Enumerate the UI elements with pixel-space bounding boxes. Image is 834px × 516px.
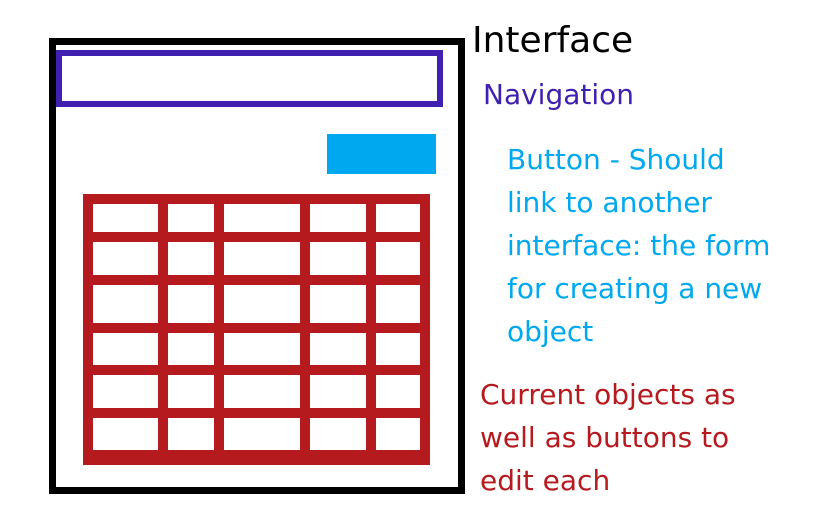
button-annotation-line: for creating a new	[507, 272, 763, 305]
table-cell	[168, 242, 214, 275]
navigation-bar	[56, 50, 443, 107]
table-cell	[93, 204, 158, 232]
table-cell	[376, 242, 420, 275]
objects-annotation-line: well as buttons to	[480, 421, 730, 454]
navigation-label: Navigation	[483, 78, 635, 111]
objects-annotation-line: Current objects as	[480, 378, 736, 411]
table-cell	[310, 418, 366, 450]
table-cell	[93, 375, 158, 408]
button-annotation-line: object	[507, 315, 594, 348]
button-annotation-line: link to another	[507, 186, 712, 219]
table-cell	[224, 375, 300, 408]
table-cell	[310, 333, 366, 365]
button-annotation-line: interface: the form	[507, 229, 771, 262]
interface-label: Interface	[472, 20, 634, 61]
table-cell	[224, 285, 300, 323]
table-cell	[168, 285, 214, 323]
table-cell	[224, 204, 300, 232]
objects-annotation-line: edit each	[480, 464, 611, 497]
table-cell	[168, 333, 214, 365]
table-cell	[376, 418, 420, 450]
new-object-button	[327, 134, 436, 174]
table-cell	[93, 285, 158, 323]
objects-annotation: Current objects as well as buttons to ed…	[480, 373, 736, 502]
table-cell	[376, 204, 420, 232]
table-cell	[376, 285, 420, 323]
table-cell	[376, 375, 420, 408]
table-cell	[224, 242, 300, 275]
table-cell	[224, 333, 300, 365]
table-cell	[376, 333, 420, 365]
table-cell	[93, 418, 158, 450]
table-cell	[310, 242, 366, 275]
interface-frame	[49, 38, 465, 494]
button-annotation-line: Button - Should	[507, 143, 725, 176]
table-cell	[93, 242, 158, 275]
table-cell	[168, 204, 214, 232]
table-cell	[168, 418, 214, 450]
table-cell	[310, 375, 366, 408]
table-cell	[93, 333, 158, 365]
button-annotation: Button - Should link to another interfac…	[507, 138, 770, 353]
table-cell	[168, 375, 214, 408]
table-cell	[310, 285, 366, 323]
table-cell	[310, 204, 366, 232]
objects-table	[83, 194, 430, 465]
table-cell	[224, 418, 300, 450]
